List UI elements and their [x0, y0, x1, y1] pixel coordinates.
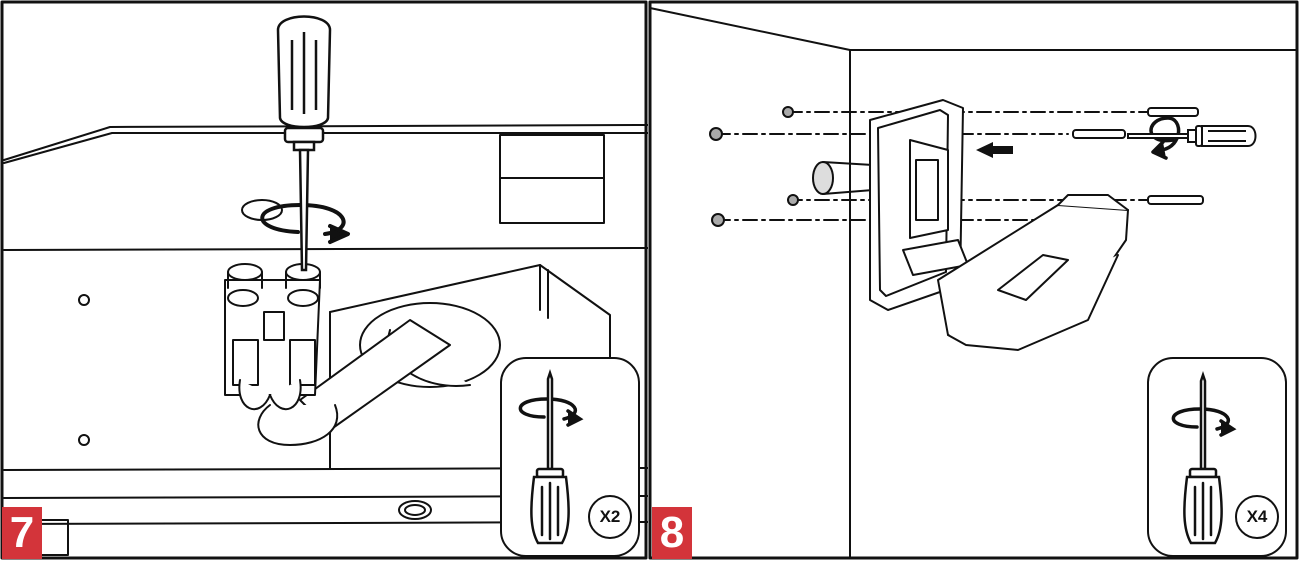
tool-callout: X4 — [1147, 357, 1287, 557]
step-7-panel: 7 X2 — [0, 0, 648, 563]
wall-corner — [649, 7, 1298, 559]
quantity-label: X4 — [1235, 495, 1279, 539]
screwdriver-icon — [1127, 125, 1257, 147]
step-8-illustration — [648, 0, 1299, 560]
panel-frame — [0, 0, 648, 560]
step-number-badge: 7 — [2, 507, 42, 559]
screwdriver-icon — [518, 369, 584, 545]
mounting-screws — [1072, 107, 1204, 205]
arrow-left-icon — [976, 142, 1013, 158]
wall-box — [869, 99, 969, 311]
enclosure-cover — [937, 194, 1129, 351]
screwdriver-icon — [276, 15, 332, 272]
terminal-block — [224, 263, 321, 411]
quantity-label: X2 — [588, 495, 632, 539]
rectangular-port — [499, 134, 605, 224]
screwdriver-icon — [1171, 371, 1237, 545]
tool-callout: X2 — [500, 357, 640, 557]
step-number-badge: 8 — [652, 507, 692, 559]
step-8-panel: 8 X4 — [648, 0, 1299, 563]
lever-handle — [257, 302, 501, 446]
cable-entry — [812, 161, 874, 195]
wall-plugs — [709, 106, 799, 227]
panel-frame — [648, 0, 1299, 560]
